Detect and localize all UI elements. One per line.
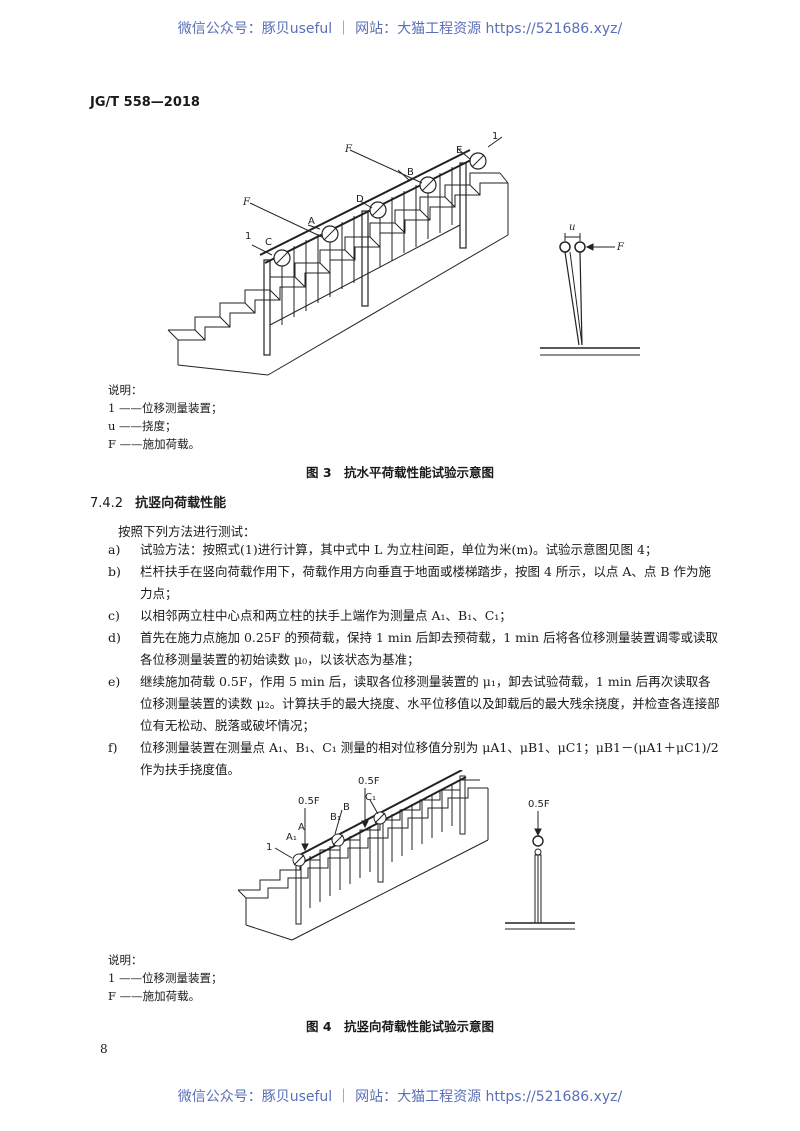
list-item: a) 试验方法：按照式(1)进行计算，其中式中 L 为立柱间距，单位为米(m)。… <box>108 539 723 561</box>
fig3-label-A: A <box>308 216 315 227</box>
legend-item: F ——施加荷载。 <box>108 437 201 451</box>
watermark-bottom: 微信公众号：豚贝useful ｜ 网站：大猫工程资源 https://52168… <box>177 1089 623 1105</box>
list-item-text: 继续施加荷载 0.5F，作用 5 min 后，读取各位移测量装置的 μ₁，卸去试… <box>140 674 720 733</box>
list-item-text: 试验方法：按照式(1)进行计算，其中式中 L 为立柱间距，单位为米(m)。试验示… <box>140 542 658 557</box>
figure-4-caption: 图 4 抗竖向荷载性能试验示意图 <box>305 1019 495 1034</box>
fig3-label-F2: F <box>344 144 353 155</box>
list-item: c) 以相邻两立柱中心点和两立柱的扶手上端作为测量点 A₁、B₁、C₁； <box>108 605 723 627</box>
list-item: e) 继续施加荷载 0.5F，作用 5 min 后，读取各位移测量装置的 μ₁，… <box>108 671 723 737</box>
fig3-label-1-right: 1 <box>492 131 498 142</box>
legend-item: u ——挠度； <box>108 419 177 433</box>
figure-4-stair-diagram: 0.5F 0.5F A A₁ B B₁ C₁ 1 <box>237 770 489 941</box>
fig3-label-E: E <box>456 145 462 156</box>
fig4-label-C1: C₁ <box>365 792 376 803</box>
figure-4-legend: 说明： 1 ——位移测量装置； F ——施加荷载。 <box>108 951 222 1005</box>
list-item-text: 位移测量装置在测量点 A₁、B₁、C₁ 测量的相对位移值分别为 μA1、μB1、… <box>140 740 719 777</box>
legend-title: 说明： <box>108 383 143 397</box>
figure-3-caption: 图 3 抗水平荷载性能试验示意图 <box>305 465 495 480</box>
section-title: 抗竖向荷载性能 <box>135 496 227 511</box>
list-item-text: 首先在施力点施加 0.25F 的预荷载，保持 1 min 后卸去预荷载，1 mi… <box>140 630 719 667</box>
fig3-label-C: C <box>265 237 272 248</box>
fig3-side-label-u: u <box>569 222 575 233</box>
fig3-label-F1: F <box>242 197 251 208</box>
fig3-side-label-F: F <box>616 242 625 253</box>
standard-number: JG/T 558—2018 <box>90 95 200 110</box>
list-item-label: a) <box>108 542 121 557</box>
fig4-side-label-0.5F: 0.5F <box>528 799 550 810</box>
legend-title: 说明： <box>108 953 143 967</box>
list-item-label: c) <box>108 608 120 623</box>
section-number: 7.4.2 <box>90 496 124 511</box>
figure-3-stair-diagram: 1 1 F F A B C D E <box>167 131 509 376</box>
fig4-label-B: B <box>343 802 350 813</box>
list-item-label: f) <box>108 740 118 755</box>
page-number: 8 <box>100 1042 108 1056</box>
list-item-label: d) <box>108 630 121 645</box>
figure-3-side-view: u F <box>540 222 640 356</box>
list-item: b) 栏杆扶手在竖向荷载作用下，荷载作用方向垂直于地面或楼梯踏步，按图 4 所示… <box>108 561 723 605</box>
figure-3-legend: 说明： 1 ——位移测量装置； u ——挠度； F ——施加荷载。 <box>108 381 222 453</box>
fig4-label-0.5F-left: 0.5F <box>298 796 320 807</box>
figure-4-side-view: 0.5F <box>505 799 575 930</box>
legend-item: F ——施加荷载。 <box>108 989 201 1003</box>
list-item: f) 位移测量装置在测量点 A₁、B₁、C₁ 测量的相对位移值分别为 μA1、μ… <box>108 737 723 781</box>
section-heading: 7.4.2 抗竖向荷载性能 <box>90 492 226 511</box>
fig3-label-D: D <box>356 194 364 205</box>
watermark-top: 微信公众号：豚贝useful ｜ 网站：大猫工程资源 https://52168… <box>177 21 623 37</box>
legend-item: 1 ——位移测量装置； <box>108 971 223 985</box>
fig3-label-B: B <box>407 167 414 178</box>
list-item-label: b) <box>108 564 121 579</box>
fig4-label-A1: A₁ <box>286 832 297 843</box>
fig4-label-1: 1 <box>266 842 272 853</box>
legend-item: 1 ——位移测量装置； <box>108 401 223 415</box>
fig4-label-B1: B₁ <box>330 812 341 823</box>
list-item: d) 首先在施力点施加 0.25F 的预荷载，保持 1 min 后卸去预荷载，1… <box>108 627 723 671</box>
fig4-label-0.5F-top: 0.5F <box>358 776 380 787</box>
fig3-label-1-left: 1 <box>245 231 251 242</box>
list-item-text: 以相邻两立柱中心点和两立柱的扶手上端作为测量点 A₁、B₁、C₁； <box>140 608 512 623</box>
fig4-label-A: A <box>298 822 305 833</box>
list-item-text: 栏杆扶手在竖向荷载作用下，荷载作用方向垂直于地面或楼梯踏步，按图 4 所示，以点… <box>140 564 712 601</box>
intro-text: 按照下列方法进行测试： <box>118 524 256 539</box>
list-item-label: e) <box>108 674 121 689</box>
